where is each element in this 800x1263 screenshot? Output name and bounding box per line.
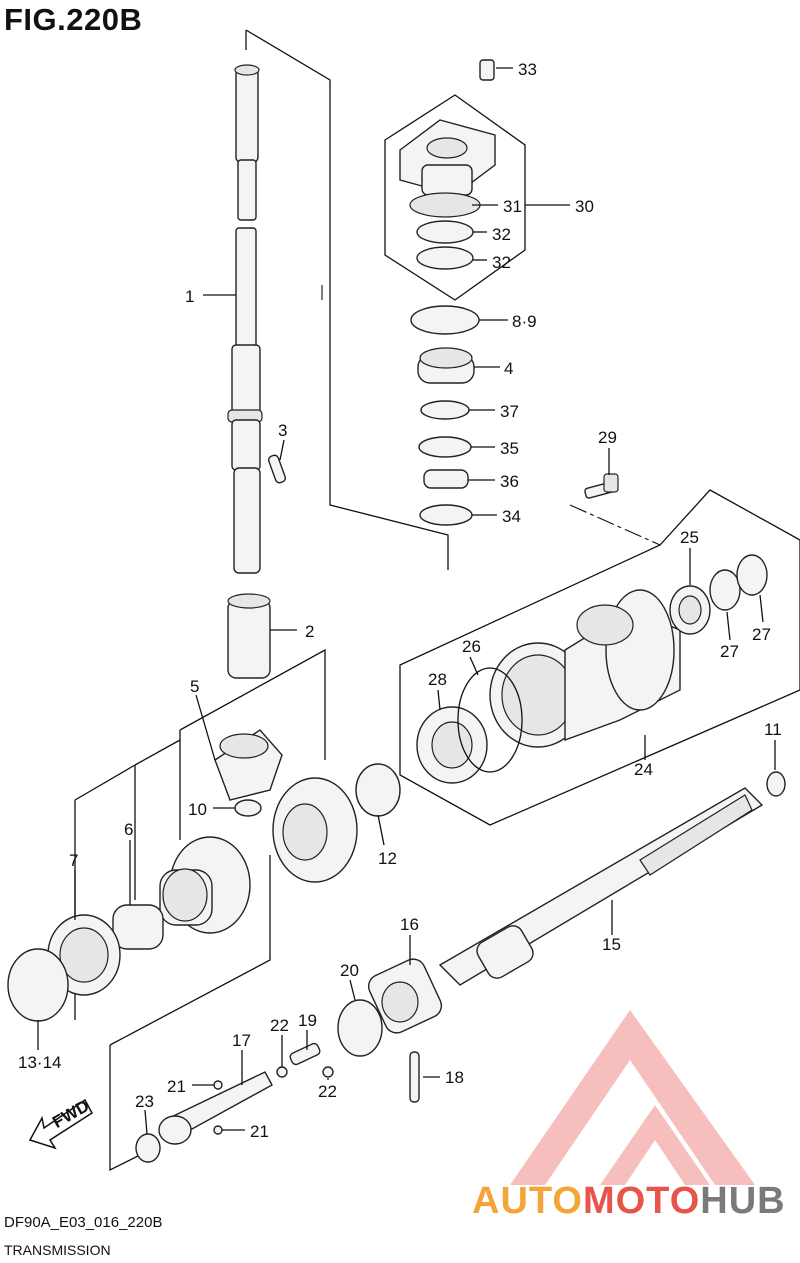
callout-18: 18 — [445, 1068, 464, 1087]
reverse-gear — [159, 836, 251, 934]
shift-slider — [158, 1071, 273, 1145]
seal-27b — [736, 554, 768, 596]
callout-35: 35 — [500, 439, 519, 458]
clutch-ring-20 — [337, 999, 383, 1057]
propeller-shaft-housing — [489, 589, 681, 748]
spring-19 — [289, 1042, 321, 1066]
seal-27a — [709, 569, 741, 611]
callout-5: 5 — [190, 677, 199, 696]
forward-gear — [272, 777, 358, 883]
callout-32a: 32 — [492, 225, 511, 244]
callout-12: 12 — [378, 849, 397, 868]
section-name: TRANSMISSION — [4, 1242, 111, 1258]
callout-37: 37 — [500, 402, 519, 421]
callout-28: 28 — [428, 670, 447, 689]
callout-36: 36 — [500, 472, 519, 491]
shim-12 — [355, 763, 401, 817]
ball-22b — [322, 1066, 334, 1078]
dash-lines — [321, 285, 661, 546]
ball-21a — [213, 1080, 223, 1090]
callout-11: 11 — [764, 720, 782, 739]
watermark-auto: AUTO — [472, 1180, 583, 1222]
bearing-28 — [416, 706, 488, 784]
ball-21b — [213, 1125, 223, 1135]
callout-3: 3 — [278, 421, 287, 440]
clutch-dog — [367, 958, 443, 1034]
callout-13-14: 13·14 — [18, 1053, 61, 1072]
callout-27a: 27 — [720, 642, 739, 661]
callout-16: 16 — [400, 915, 419, 934]
shim-10 — [234, 799, 262, 817]
watermark-moto: MOTO — [582, 1180, 701, 1222]
callout-31: 31 — [503, 197, 522, 216]
callout-34: 34 — [502, 507, 521, 526]
watermark-logo-icon — [510, 1010, 755, 1185]
fwd-arrow-icon: FWD — [28, 1096, 93, 1150]
watermark-hub: HUB — [700, 1180, 786, 1222]
pinion-gear — [214, 729, 283, 801]
bearing-25 — [669, 585, 711, 635]
figure-code: DF90A_E03_016_220B — [4, 1214, 163, 1231]
callout-27b: 27 — [752, 625, 771, 644]
callout-21a: 21 — [167, 1077, 186, 1096]
shaft-pin — [267, 454, 287, 484]
callout-30: 30 — [575, 197, 594, 216]
shim-35 — [418, 436, 472, 458]
cross-pin-18 — [409, 1051, 420, 1103]
callout-32b: 32 — [492, 253, 511, 272]
shim-13-14 — [7, 948, 69, 1022]
callout-33: 33 — [518, 60, 537, 79]
callout-10: 10 — [188, 800, 207, 819]
callout-1: 1 — [185, 287, 194, 306]
callout-19: 19 — [298, 1011, 317, 1030]
o-ring — [410, 305, 480, 335]
washer-34 — [419, 504, 473, 526]
callout-8-9: 8·9 — [512, 312, 537, 331]
callout-15: 15 — [602, 935, 621, 954]
callout-17: 17 — [232, 1031, 251, 1050]
ball-22a — [276, 1066, 288, 1078]
drive-shaft — [227, 64, 263, 574]
callout-7: 7 — [69, 851, 78, 870]
callout-labels: 1 3 2 5 6 7 10 12 13·14 33 31 32 32 30 8… — [18, 60, 782, 1141]
key-36 — [423, 469, 469, 489]
callout-4: 4 — [504, 359, 513, 378]
ring-11 — [766, 771, 786, 797]
bolt-29 — [584, 473, 619, 499]
propeller-shaft — [438, 787, 764, 986]
o-ring-26 — [457, 667, 523, 773]
washer-37 — [420, 400, 470, 420]
shaft-sleeve — [227, 593, 271, 679]
callout-2: 2 — [305, 622, 314, 641]
figure-title: FIG.220B — [4, 2, 143, 37]
callout-23: 23 — [135, 1092, 154, 1111]
callout-22b: 22 — [318, 1082, 337, 1101]
washer-23 — [135, 1133, 161, 1163]
leader-lines — [37, 67, 776, 1135]
callout-24: 24 — [634, 760, 653, 779]
callout-6: 6 — [124, 820, 133, 839]
callout-29: 29 — [598, 428, 617, 447]
callout-26: 26 — [462, 637, 481, 656]
callout-20: 20 — [340, 961, 359, 980]
bearing-housing-assembly — [399, 59, 496, 270]
callout-21b: 21 — [250, 1122, 269, 1141]
callout-25: 25 — [680, 528, 699, 547]
needle-bearing — [417, 347, 475, 384]
needle-bearing-6 — [112, 904, 164, 950]
watermark-text: AUTOMOTOHUB — [472, 1180, 786, 1223]
callout-22a: 22 — [270, 1016, 289, 1035]
